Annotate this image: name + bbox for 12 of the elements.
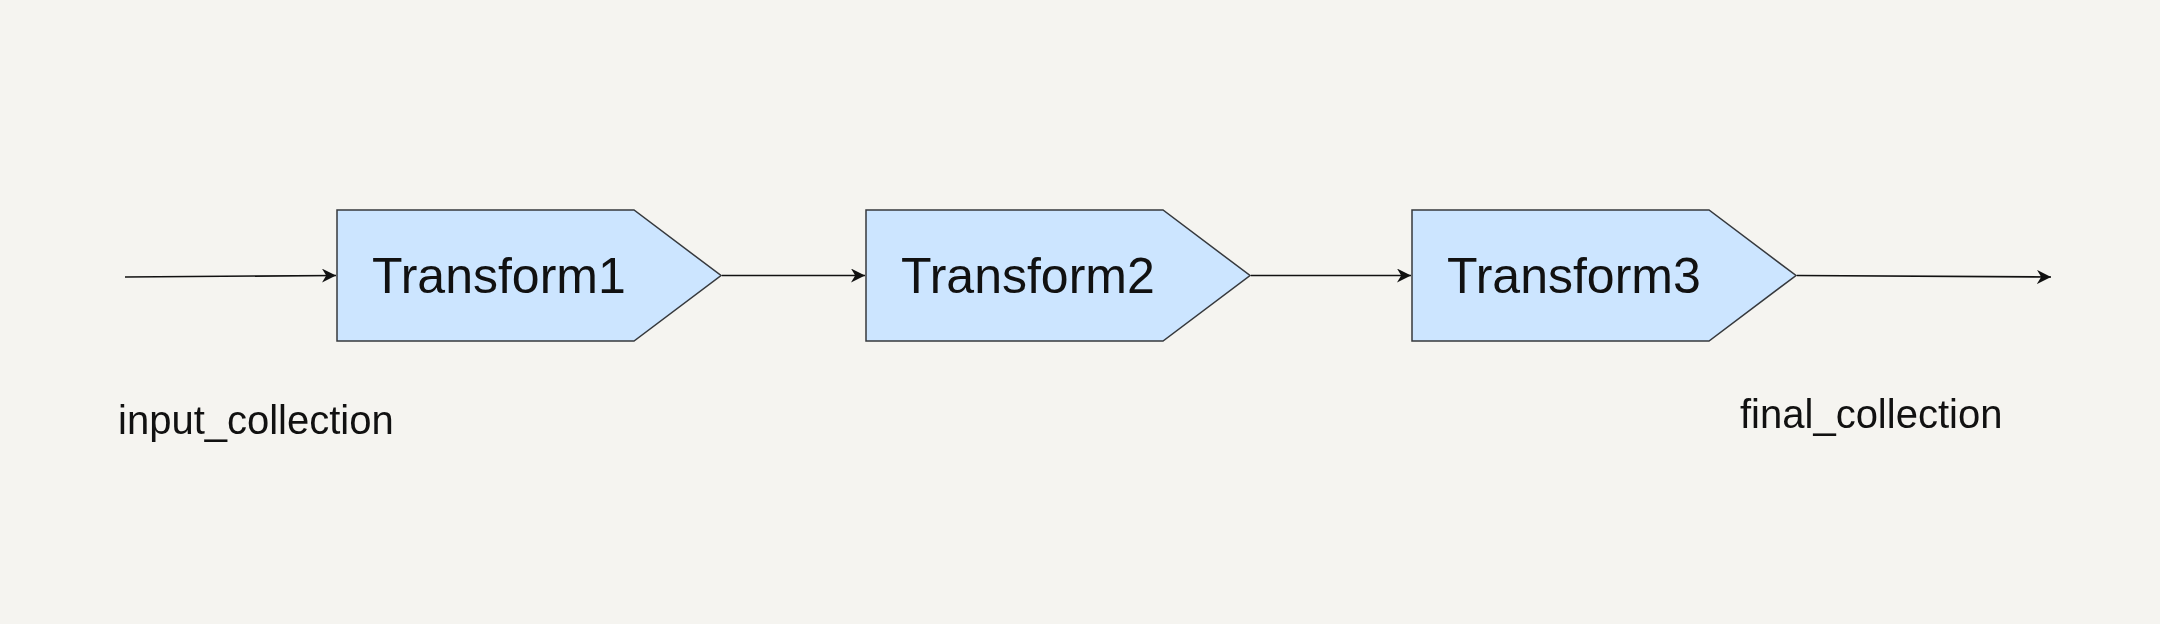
process-pentagon: [865, 209, 1251, 342]
process-label: Transform2: [901, 246, 1155, 306]
arrow: [1796, 269, 2052, 284]
collection-label: input_collection: [118, 398, 394, 443]
process-pentagon: [336, 209, 722, 342]
process-pentagon: [1411, 209, 1797, 342]
arrow: [721, 268, 866, 283]
process-label: Transform1: [372, 246, 626, 306]
arrow: [1250, 268, 1412, 283]
process-label: Transform3: [1447, 246, 1701, 306]
arrow: [124, 268, 337, 283]
collection-label: final_collection: [1740, 392, 2003, 437]
